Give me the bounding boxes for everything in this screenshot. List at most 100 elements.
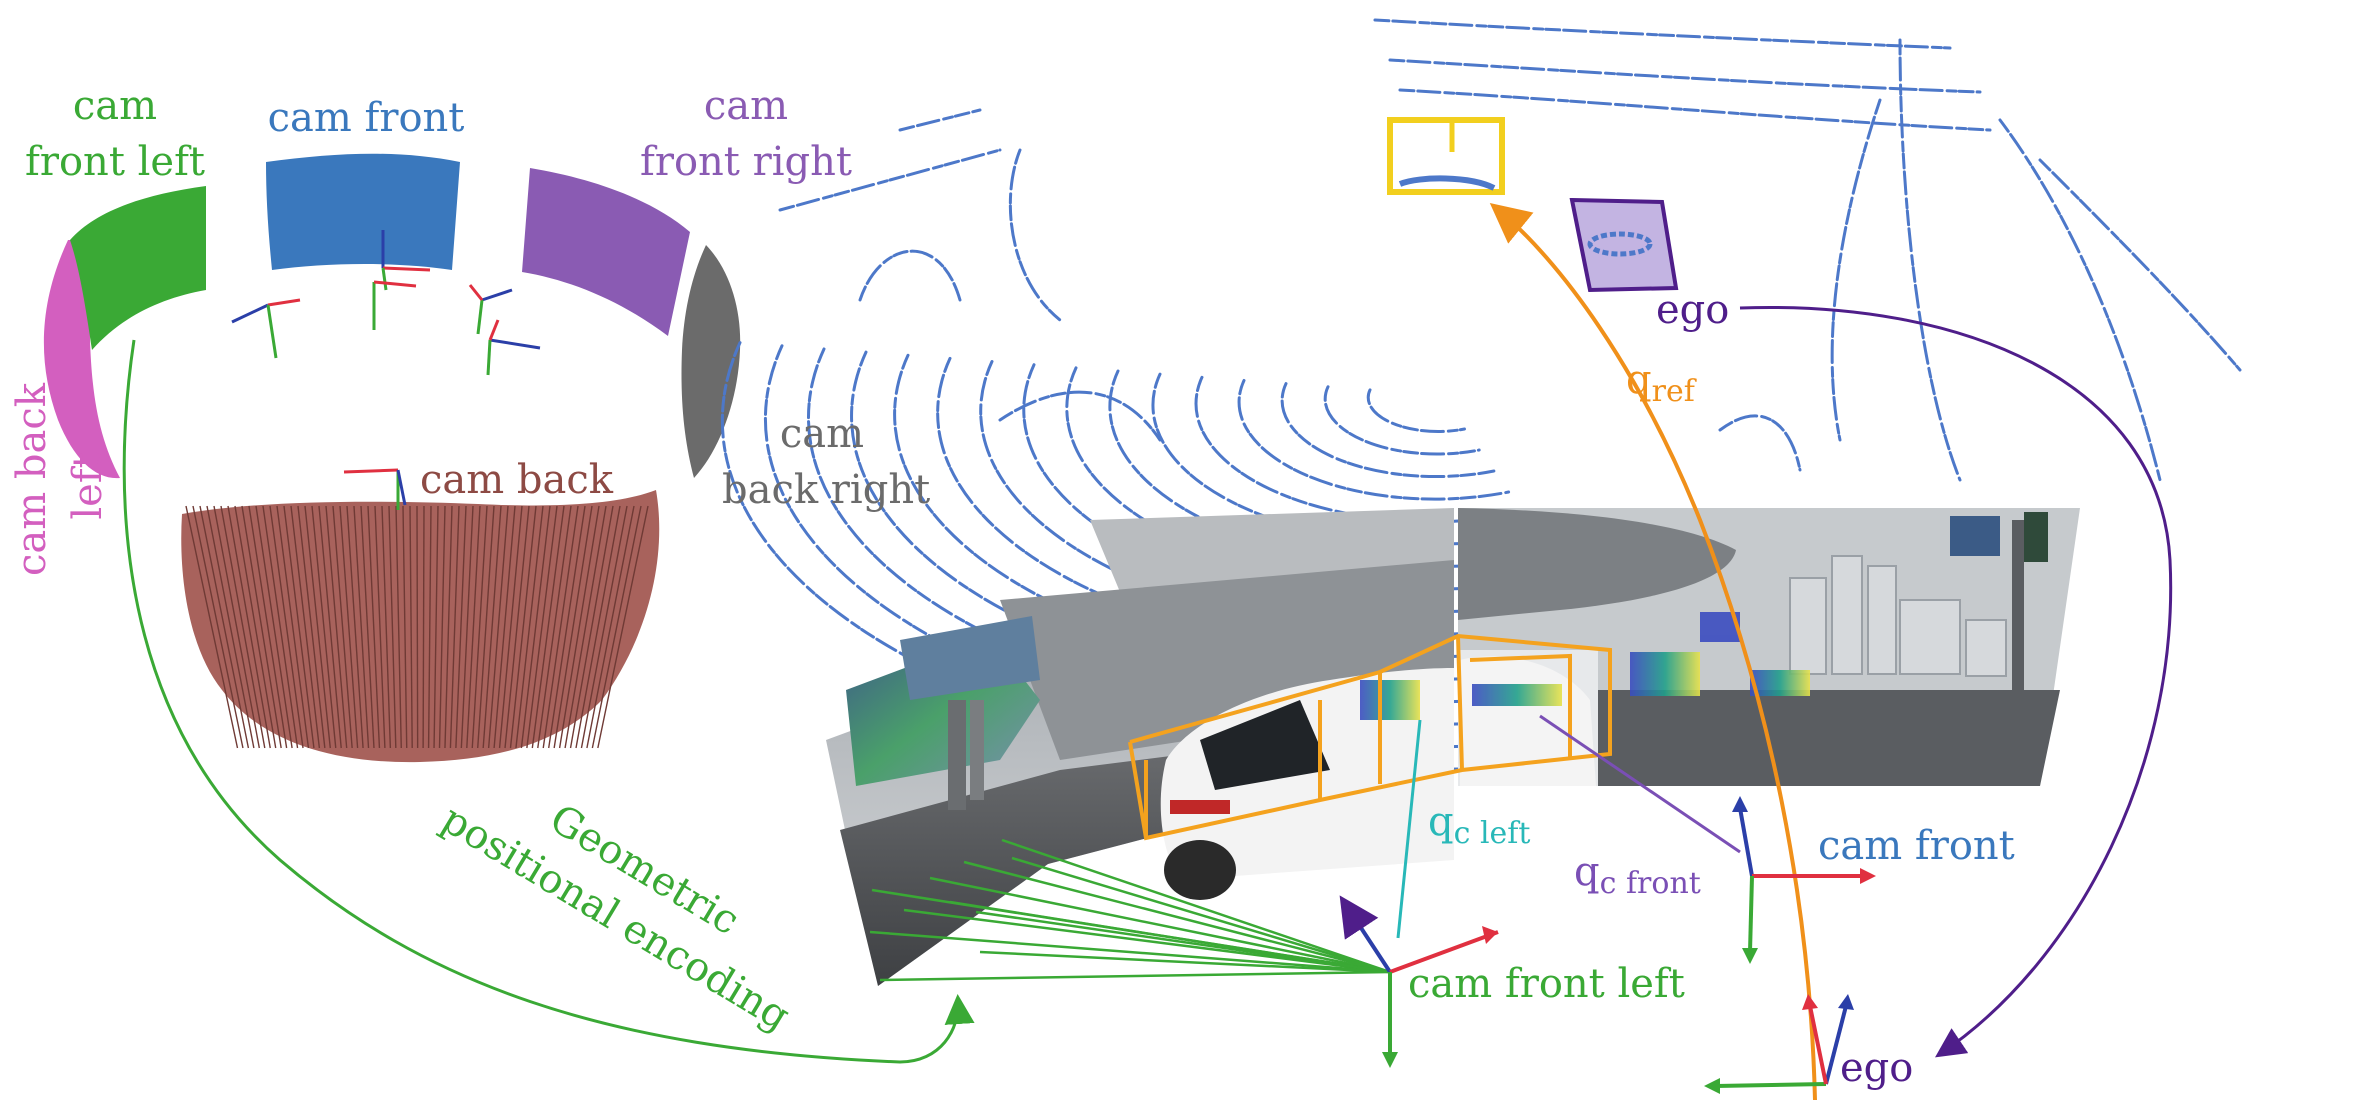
- cam-back-stripe: [455, 505, 467, 749]
- cam-back-stripe: [433, 505, 439, 749]
- lidar-ring: [1323, 385, 1481, 456]
- cam-back-stripe: [597, 505, 649, 749]
- cam-back-stripe: [416, 505, 419, 749]
- ego-box: [1569, 197, 1679, 293]
- cam-back-stripe: [234, 505, 277, 749]
- cam-front-right-label-line2: front right: [640, 139, 852, 185]
- lidar-ring: [1237, 378, 1511, 501]
- q-ref-arrow: [1489, 202, 1817, 1101]
- cam-back-stripe: [374, 505, 386, 749]
- projected-3d-box: [1128, 633, 1612, 841]
- cam-front-label: cam front: [267, 95, 465, 141]
- cam-back-stripe: [311, 505, 337, 749]
- cam-front-left-label-line1: cam: [72, 83, 158, 129]
- cam-front-right-surface: [522, 168, 690, 336]
- cam-back-stripe: [548, 505, 586, 749]
- cam-back-stripe: [471, 505, 488, 749]
- q-c-front-subscript: c front: [1599, 866, 1701, 901]
- cam-back-stripe: [531, 505, 565, 749]
- q-c-front-pointer: [1539, 714, 1741, 854]
- lidar-scan-line: [1373, 18, 1952, 50]
- cam-back-stripe: [498, 505, 523, 749]
- cam-front-right-label: cam front right: [626, 78, 866, 190]
- ego-label-bottom: ego: [1840, 1045, 1914, 1091]
- cam-back-right-surface: [681, 245, 741, 478]
- cam-back-stripe: [269, 505, 304, 749]
- cam-back-stripe: [360, 505, 375, 749]
- cam-back-stripe: [185, 505, 239, 749]
- cam-back-stripe: [262, 505, 299, 749]
- cam-back-stripe: [586, 505, 635, 749]
- cam-back-stripe: [520, 505, 551, 749]
- cam-back-stripe: [388, 505, 397, 749]
- lidar-ring: [1194, 375, 1525, 524]
- cam-back-stripe: [199, 505, 250, 749]
- cam-back-stripe: [553, 505, 593, 749]
- cam-back-left-label-line2: left: [65, 452, 111, 520]
- cam-back-stripe: [255, 505, 293, 749]
- q-c-front-symbol: q: [1574, 849, 1600, 895]
- cam-back-stripe: [220, 505, 266, 749]
- cam-back-stripe: [318, 505, 342, 749]
- cam-back-stripe: [515, 505, 544, 749]
- cam-front-left-image: [826, 508, 1454, 986]
- q-c-left-pointer: [1396, 719, 1422, 939]
- cam-back-stripe: [466, 505, 481, 749]
- cam-front-frame-label: cam front: [1818, 823, 2015, 869]
- cam-front-left-surface: [70, 186, 206, 350]
- cam-back-stripe: [381, 505, 392, 749]
- lidar-scan-line: [1718, 414, 1802, 472]
- ego-label-top: ego: [1656, 287, 1730, 333]
- cam-back-stripe: [427, 505, 432, 749]
- cam-back-stripe: [591, 505, 642, 749]
- q-ref-symbol: q: [1626, 357, 1652, 403]
- cam-back-stripe: [460, 505, 474, 749]
- green-rays: [869, 838, 1391, 982]
- lidar-scan-line: [1830, 98, 1882, 442]
- lidar-objects: [1387, 117, 1679, 293]
- q-c-front-label: qc front: [1574, 844, 1701, 912]
- cam-back-stripe: [276, 505, 310, 749]
- cam-back-stripe: [206, 505, 255, 749]
- cam-back-stripe: [569, 505, 614, 749]
- cam-front-surface: [266, 153, 460, 270]
- lidar-scan-line: [1398, 88, 1992, 132]
- geometric-encoding-arrow: [122, 339, 975, 1064]
- cam-back-stripe: [227, 505, 271, 749]
- q-c-left-symbol: q: [1428, 799, 1454, 845]
- cam-back-stripe: [192, 505, 244, 749]
- lidar-scan-line: [1008, 148, 1062, 322]
- cam-back-stripe: [332, 505, 353, 749]
- cam-back-left-surface: [43, 240, 120, 479]
- cam-front-left-frame: [1339, 895, 1499, 1068]
- lidar-scan-line: [1388, 58, 1982, 94]
- cam-back-stripe: [248, 505, 288, 749]
- cam-back-stripe: [487, 505, 509, 749]
- cam-back-stripe: [564, 505, 607, 749]
- q-c-left-subscript: c left: [1453, 816, 1531, 851]
- cam-back-stripe: [339, 505, 359, 749]
- cam-back-stripe: [346, 505, 364, 749]
- reference-box-yellow: [1387, 117, 1505, 195]
- q-ref-label: qref: [1626, 352, 1695, 420]
- lidar-ring: [1366, 388, 1466, 433]
- cam-back-stripe: [477, 505, 495, 749]
- cam-back-stripe: [438, 505, 446, 749]
- cam-back-stripe: [241, 505, 282, 749]
- cam-back-right-label-line1: cam: [779, 411, 865, 457]
- lidar-scan-line: [858, 249, 962, 302]
- cam-back-stripe: [325, 505, 348, 749]
- cam-back-stripe: [290, 505, 321, 749]
- cam-back-stripes: [185, 505, 649, 749]
- attention-heatmaps: [1360, 612, 1810, 720]
- lidar-scan-line: [998, 390, 1162, 442]
- cam-back-stripe: [482, 505, 502, 749]
- camera-surfaces: [43, 153, 741, 763]
- cam-back-stripe: [367, 505, 381, 749]
- lidar-scan-line: [2038, 158, 2242, 372]
- cam-front-right-label-line1: cam: [703, 83, 789, 129]
- q-c-left-label: qc left: [1428, 794, 1530, 862]
- cam-back-stripe: [537, 505, 572, 749]
- cam-back-right-label: cam back right: [722, 406, 930, 518]
